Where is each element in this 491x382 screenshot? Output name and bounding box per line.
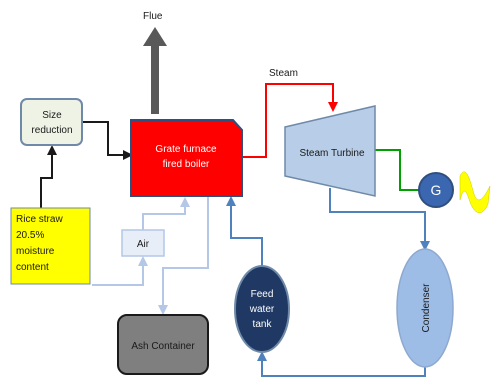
size-reduction-label-line2: reduction [31,125,72,136]
feed-water-tank [234,265,290,353]
straw-to-size-reduction-line [40,145,57,208]
steam-turbine-shape [284,105,376,197]
turbine-to-generator-line [375,149,423,191]
steam-label: Steam [269,68,298,79]
steam-line [242,83,338,158]
size-reduction-label-line1: Size [42,110,62,121]
ash-line [158,196,209,315]
generator-label: G [431,182,442,198]
air-box [121,229,165,257]
ash-container-box [117,314,209,375]
feed-water-label-line1: Feed [251,289,274,300]
air-to-boiler-line [142,197,190,230]
size-reduction-box [20,98,83,146]
ash-container-label: Ash Container [131,341,195,352]
electricity-wave-icon [459,171,491,213]
turbine-to-condenser-line [329,188,430,251]
boiler-label-line1: Grate furnace [155,144,217,155]
feed-water-label-line3: tank [253,319,273,330]
size-reduction-to-boiler-line [82,121,133,160]
air-label: Air [137,239,150,250]
air-intake-line [92,256,148,286]
rice-straw-label-line3: moisture [16,246,55,257]
flue-label: Flue [143,11,163,22]
condenser [396,248,454,368]
generator-circle [418,172,454,208]
boiler-box [130,119,243,197]
rice-straw-label-line4: content [16,262,49,273]
condenser-label: Condenser [421,283,432,333]
rice-straw-label-line2: 20.5% [16,230,44,241]
boiler-label-line2: fired boiler [163,159,210,170]
flue-arrow [143,27,167,114]
rice-straw-box [10,207,91,285]
feed-water-label-line2: water [249,304,275,315]
condenser-to-feedwater-line [257,351,426,377]
rice-straw-label-line1: Rice straw [16,214,63,225]
steam-turbine-label: Steam Turbine [299,148,364,159]
feedwater-to-boiler-line [226,196,263,266]
